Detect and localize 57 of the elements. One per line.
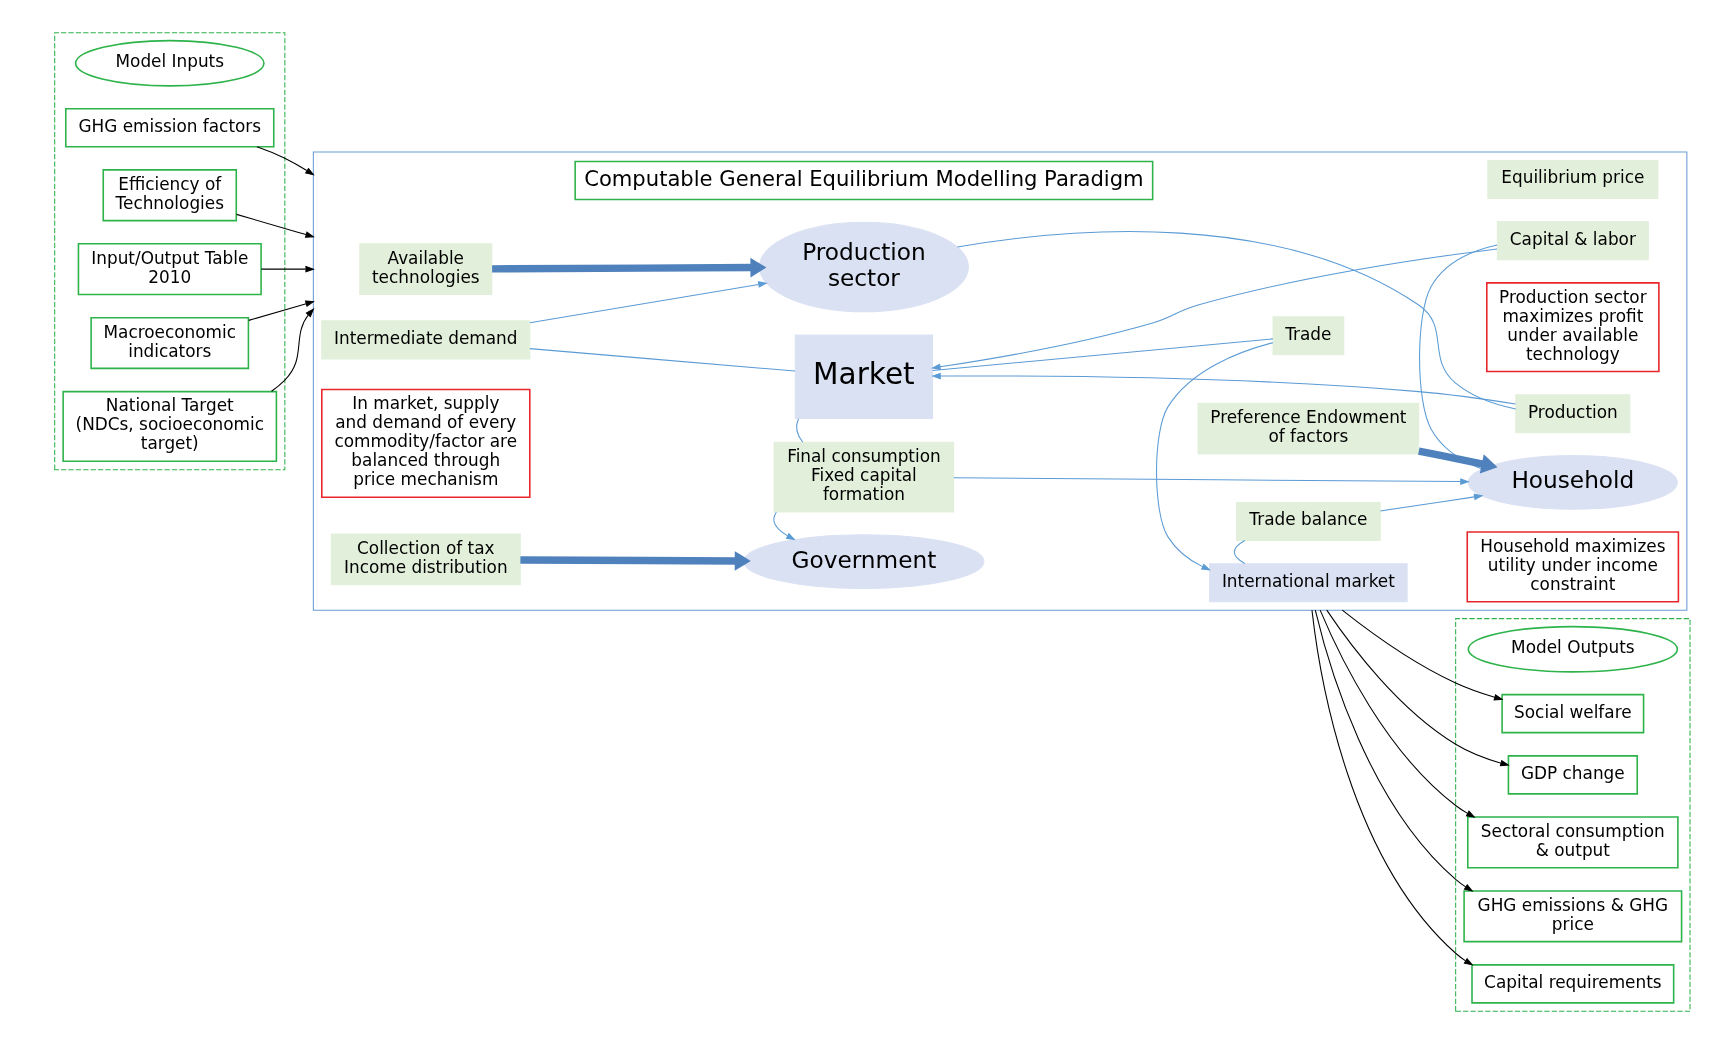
node-box: Social welfare xyxy=(1501,693,1645,734)
arrow xyxy=(1319,609,1476,818)
node-box: Capital requirements xyxy=(1471,964,1675,1004)
node-box: Collection of tax Income distribution xyxy=(330,533,521,586)
node-box: Production xyxy=(1515,394,1631,434)
node-box: GHG emissions & GHG price xyxy=(1463,890,1683,943)
node-box: Market xyxy=(794,334,934,420)
connector xyxy=(932,338,1274,372)
arrow xyxy=(529,281,768,324)
arrow xyxy=(492,257,767,278)
node-box: GHG emission factors xyxy=(65,107,275,148)
arrow xyxy=(1341,609,1504,701)
arrow xyxy=(931,248,1498,371)
node-box: Sectoral consumption & output xyxy=(1467,816,1679,869)
arrow xyxy=(248,300,315,321)
node-box: Input/Output Table 2010 xyxy=(77,243,262,296)
node-box: Trade balance xyxy=(1236,501,1381,541)
arrow xyxy=(1314,609,1474,892)
arrow xyxy=(236,213,315,238)
node-box: Household maximizes utility under income constraint xyxy=(1466,531,1680,603)
arrow xyxy=(1326,609,1510,767)
connector xyxy=(529,348,796,372)
node-box: Macroeconomic indicators xyxy=(90,316,250,370)
node-box: Preference Endowment of factors xyxy=(1197,402,1420,455)
arrow xyxy=(260,265,315,273)
node-box: Capital & labor xyxy=(1496,221,1649,261)
arrow xyxy=(953,477,1470,485)
arrow xyxy=(271,308,315,392)
node-ellipse: Model Outputs xyxy=(1467,625,1679,673)
node-box: International market xyxy=(1209,563,1408,603)
connector xyxy=(796,418,804,443)
cluster xyxy=(54,32,286,471)
arrow xyxy=(1418,447,1498,474)
node-box: Intermediate demand xyxy=(321,320,531,360)
node-ellipse: Model Inputs xyxy=(74,39,265,87)
arrow xyxy=(1311,609,1474,966)
node-box: Computable General Equilibrium Modelling Paradigm xyxy=(574,160,1154,201)
arrow xyxy=(1379,493,1484,512)
arrow xyxy=(256,146,315,176)
node-box: Efficiency of Technologies xyxy=(102,169,238,222)
node-box: Final consumption Fixed capital formation xyxy=(773,441,955,513)
connector xyxy=(1233,540,1246,565)
arrow xyxy=(520,551,751,571)
cluster xyxy=(312,151,1688,611)
arrow xyxy=(1156,342,1274,571)
node-box: Trade xyxy=(1272,316,1345,356)
cluster xyxy=(1455,618,1691,1012)
node-box: Available technologies xyxy=(359,243,493,295)
node-box: GDP change xyxy=(1507,755,1639,795)
node-box: National Target (NDCs, socioeconomic target) xyxy=(62,390,278,463)
arrow xyxy=(931,372,1517,405)
arrow xyxy=(773,511,796,541)
connector xyxy=(956,231,1517,410)
connector xyxy=(1419,244,1498,470)
node-box: Equilibrium price xyxy=(1487,159,1659,199)
node-box: Production sector maximizes profit under available technology xyxy=(1486,282,1660,373)
node-box: In market, supply and demand of every commodity/factor are balanced through price mechanism xyxy=(321,388,531,498)
